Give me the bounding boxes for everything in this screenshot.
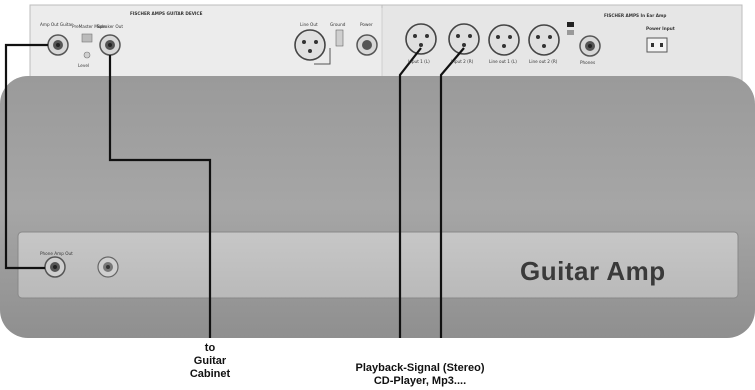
input-2-xlr (448, 23, 480, 55)
speaker-out-jack (99, 34, 121, 56)
label-level: Level (78, 63, 90, 68)
ground-switch (314, 29, 344, 65)
label-ground: Ground (330, 22, 346, 27)
label-line-out: Line Out (300, 22, 318, 27)
amp-in-jack (47, 34, 69, 56)
cable-to-cabinet (108, 55, 212, 338)
amp-second-jack (97, 256, 119, 278)
line-out-2-xlr (528, 24, 560, 56)
label-input-1: Input 1 (L) (408, 59, 430, 64)
playback-caption-line-2: CD-Player, Mp3.... (373, 375, 467, 387)
phones-jack (567, 22, 601, 57)
line-out-1-xlr (488, 24, 520, 56)
amp-phone-out-jack (44, 256, 66, 278)
cable-playback-left (398, 47, 422, 338)
power-jack (356, 34, 378, 56)
label-mode: PreMaster Mode (72, 24, 106, 29)
power-input-socket (646, 37, 668, 53)
label-line-l: Line out 1 (L) (489, 59, 517, 64)
cable-amp-to-device (4, 43, 48, 270)
cabinet-caption-line-3: Cabinet (189, 368, 231, 380)
cable-playback-right (439, 47, 465, 338)
label-amp-jack: Phone Amp Out (40, 251, 73, 256)
playback-caption-line-1: Playback-Signal (Stereo) (355, 362, 485, 374)
amp-front-panel (17, 231, 739, 299)
right-unit-brand: FISCHER AMPS In Ear Amp (604, 13, 667, 18)
level-knob (81, 33, 93, 59)
guitar-amp-title: Guitar Amp (520, 256, 666, 286)
label-phones: Phones (580, 60, 596, 65)
label-line-r: Line out 2 (R) (529, 59, 558, 64)
guitar-amp-body (0, 76, 755, 338)
label-amp-in: Amp Out Guitar (40, 22, 73, 27)
label-input-2: Input 2 (R) (451, 59, 474, 64)
label-power-input: Power Input (646, 26, 675, 31)
line-out-xlr (294, 29, 326, 61)
label-speaker-out: Speaker Out (97, 24, 123, 29)
cabinet-caption: to Guitar Cabinet (160, 342, 260, 381)
playback-caption: Playback-Signal (Stereo) CD-Player, Mp3.… (330, 362, 510, 388)
input-1-xlr (405, 23, 437, 55)
cabinet-caption-line-2: Guitar (193, 355, 227, 367)
label-power: Power (360, 22, 373, 27)
cabinet-caption-line-1: to (204, 342, 216, 354)
left-unit-brand: FISCHER AMPS GUITAR DEVICE (130, 11, 203, 16)
